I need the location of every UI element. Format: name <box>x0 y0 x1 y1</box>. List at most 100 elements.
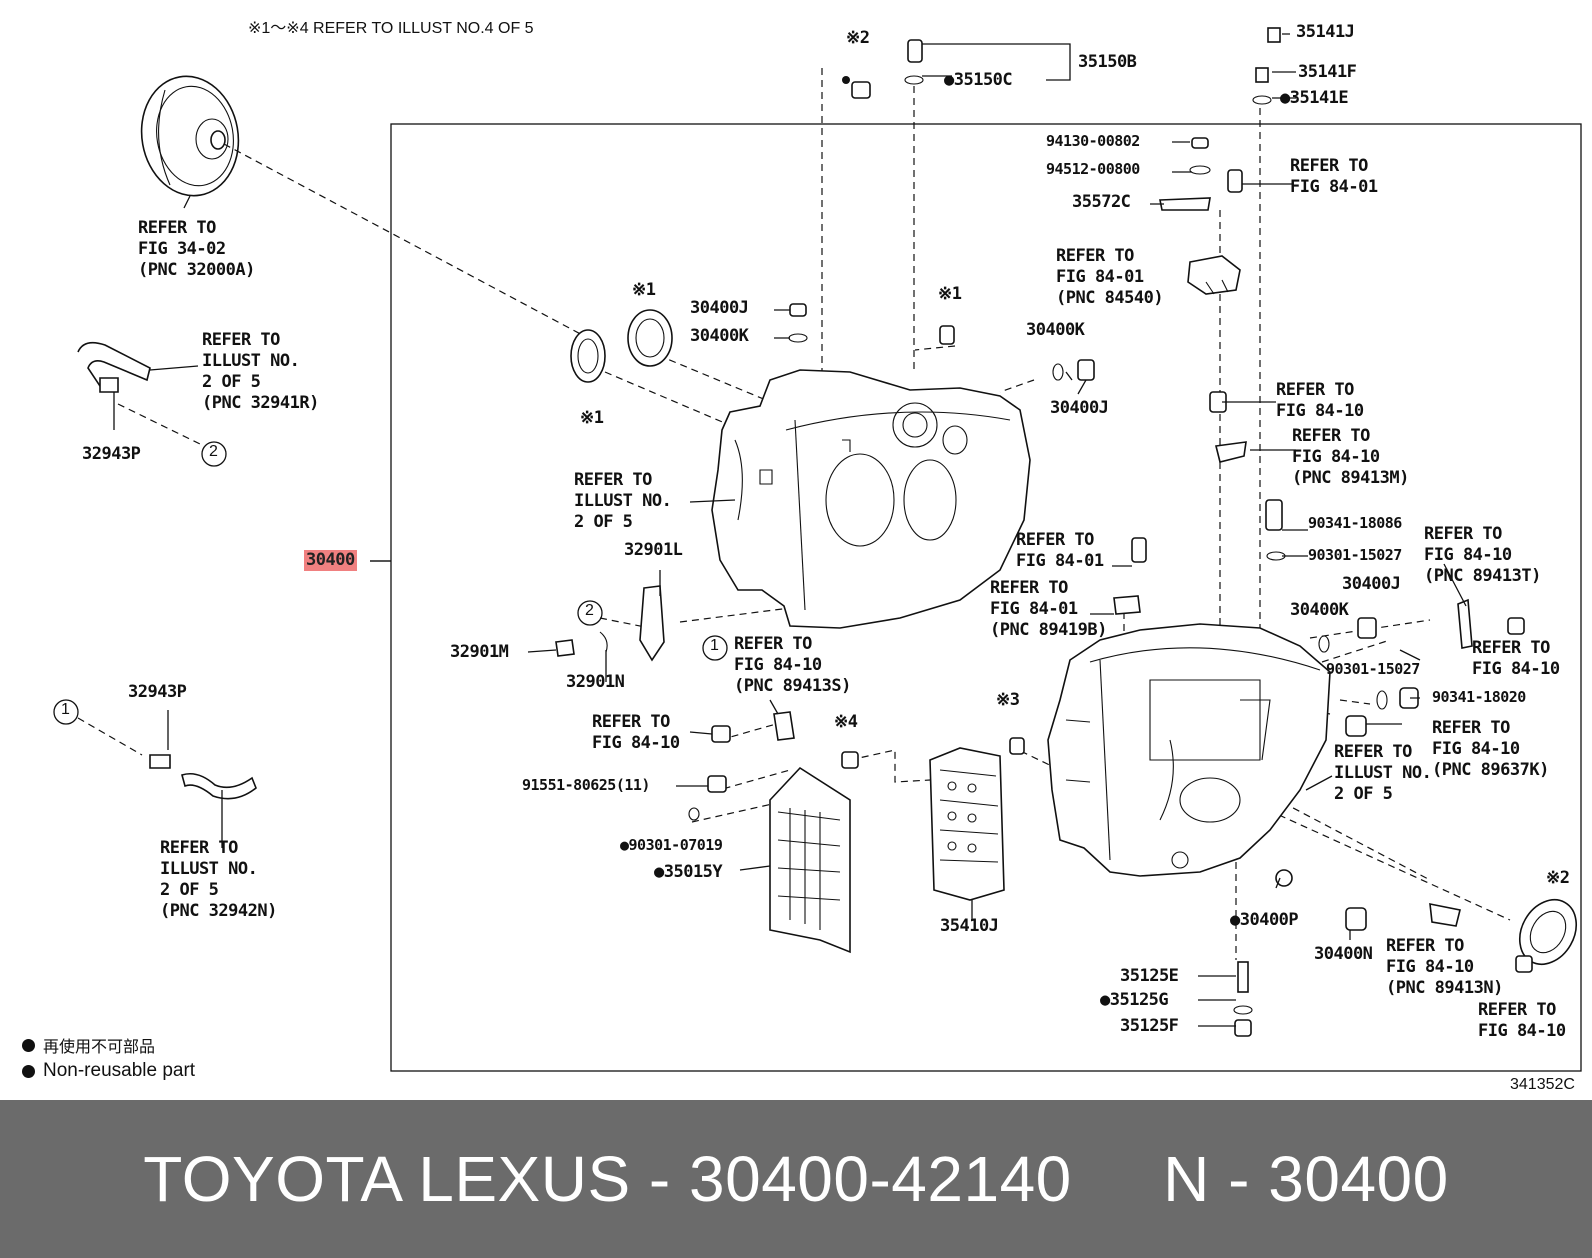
part-label: 32943P <box>128 682 187 702</box>
part-label: REFER TO FIG 84-10 <box>1478 1000 1566 1041</box>
callout-circle <box>53 699 79 725</box>
part-label: 35125F <box>1120 1016 1179 1036</box>
part-label: 30400J <box>1050 398 1109 418</box>
bolt-part <box>711 711 795 743</box>
torque-converter-part <box>140 75 240 197</box>
speed-sensor-part <box>1187 255 1241 295</box>
oil-seal-part <box>570 329 606 383</box>
callout-number: 1 <box>710 637 719 654</box>
bolt-part <box>1318 617 1377 653</box>
part-label: 30400K <box>1026 320 1085 340</box>
part-label: ※2 <box>846 28 870 48</box>
drain-plug-part <box>1233 961 1253 1037</box>
leader-line <box>527 649 779 735</box>
bolt-part <box>1457 598 1525 649</box>
bolt-part <box>1159 197 1211 211</box>
leader-line <box>922 43 1071 81</box>
oil-seal-part <box>627 309 673 367</box>
part-label: ※2 <box>1546 868 1570 888</box>
leader-line <box>1272 33 1296 99</box>
part-label: ※1 <box>938 284 962 304</box>
guide-line <box>77 717 143 756</box>
part-label: 35141J <box>1296 22 1355 42</box>
part-label: ●30400P <box>1230 910 1299 930</box>
part-label: 32901L <box>624 540 683 560</box>
part-label: REFER TO ILLUST NO. 2 OF 5 (PNC 32941R) <box>202 330 319 413</box>
leader-line <box>774 309 1087 395</box>
bolt-part <box>1275 869 1533 973</box>
bolt-part <box>688 775 727 821</box>
part-label: 35125E <box>1120 966 1179 986</box>
part-label: ●35015Y <box>654 862 723 882</box>
guide-line <box>1339 699 1371 705</box>
bolt-part <box>1345 687 1419 737</box>
guide-line <box>117 403 201 445</box>
bolt-part <box>555 585 665 662</box>
leader-line <box>1222 401 1308 557</box>
part-label: REFER TO FIG 34-02 (PNC 32000A) <box>138 218 255 280</box>
part-label: REFER TO ILLUST NO. 2 OF 5 (PNC 32942N) <box>160 838 277 921</box>
callout-circle <box>702 635 728 661</box>
footer-banner: TOYOTA LEXUS - 30400-42140 N - 30400 <box>0 1100 1592 1258</box>
guide-line <box>679 607 791 623</box>
part-label: ●35150C <box>944 70 1013 90</box>
part-label: REFER TO FIG 84-10 <box>592 712 680 753</box>
part-label: ●90301-07019 <box>620 836 723 854</box>
hose-upper-part <box>77 341 151 393</box>
guide-line <box>691 799 791 823</box>
highlighted-part-label: 30400 <box>304 550 357 571</box>
part-label: 35150B <box>1078 52 1137 72</box>
guide-line <box>1267 809 1511 921</box>
part-label: 32901M <box>450 642 509 662</box>
part-label: 32901N <box>566 672 625 692</box>
part-label: ※3 <box>996 690 1020 710</box>
assembly-frame <box>390 123 1582 1072</box>
leader-line <box>1090 563 1467 615</box>
part-label: 90301-15027 <box>1308 546 1402 564</box>
transmission-case-part <box>1047 623 1331 877</box>
legend-label-jp: 再使用不可部品 <box>43 1037 156 1056</box>
guide-line <box>604 371 761 439</box>
part-label: REFER TO FIG 84-10 <box>1276 380 1364 421</box>
part-label: 30400N <box>1314 944 1373 964</box>
leader-line <box>1198 975 1236 1027</box>
part-label: 30400J <box>690 298 749 318</box>
callout-number: 2 <box>209 443 218 460</box>
bolt-part <box>1265 499 1286 561</box>
part-label: 90301-15027 <box>1326 660 1420 678</box>
part-label: REFER TO FIG 84-01 <box>1290 156 1378 197</box>
part-label: 30400K <box>690 326 749 346</box>
callout-circle <box>201 441 227 467</box>
part-label: ※1 <box>632 280 656 300</box>
guide-line <box>223 143 589 339</box>
leader-line <box>1150 141 1292 205</box>
transmission-exploded-diagram <box>53 27 1582 1072</box>
leader-line <box>370 499 736 596</box>
part-label: 30400J <box>1342 574 1401 594</box>
part-label: 94512-00800 <box>1046 160 1140 178</box>
part-label: ※4 <box>834 712 858 732</box>
part-label: 90341-18086 <box>1308 514 1402 532</box>
legend-label-en: Non-reusable part <box>43 1060 196 1081</box>
part-label: 35410J <box>940 916 999 936</box>
part-label: 94130-00802 <box>1046 132 1140 150</box>
bolt-part <box>904 39 924 85</box>
part-label: REFER TO FIG 84-01 (PNC 89419B) <box>990 578 1107 640</box>
part-label: REFER TO FIG 84-01 (PNC 84540) <box>1056 246 1164 308</box>
callout-number: 1 <box>61 701 70 718</box>
non-reusable-dot-icon <box>22 1064 35 1078</box>
part-label: 32943P <box>82 444 141 464</box>
part-label: REFER TO FIG 84-10 (PNC 89413M) <box>1292 426 1409 488</box>
guide-line <box>849 749 931 783</box>
non-reusable-dot-icon <box>22 1038 35 1052</box>
leader-line <box>971 877 1351 940</box>
callout-number: 2 <box>585 602 594 619</box>
part-label: 91551-80625(11) <box>522 776 650 794</box>
part-label: REFER TO FIG 84-10 <box>1472 638 1560 679</box>
bolt-part <box>1252 27 1281 105</box>
bolt-part <box>1052 359 1095 381</box>
part-label: REFER TO ILLUST NO. 2 OF 5 <box>574 470 672 532</box>
diagram-code: 341352C <box>1510 1076 1575 1093</box>
leader-line <box>167 710 771 871</box>
